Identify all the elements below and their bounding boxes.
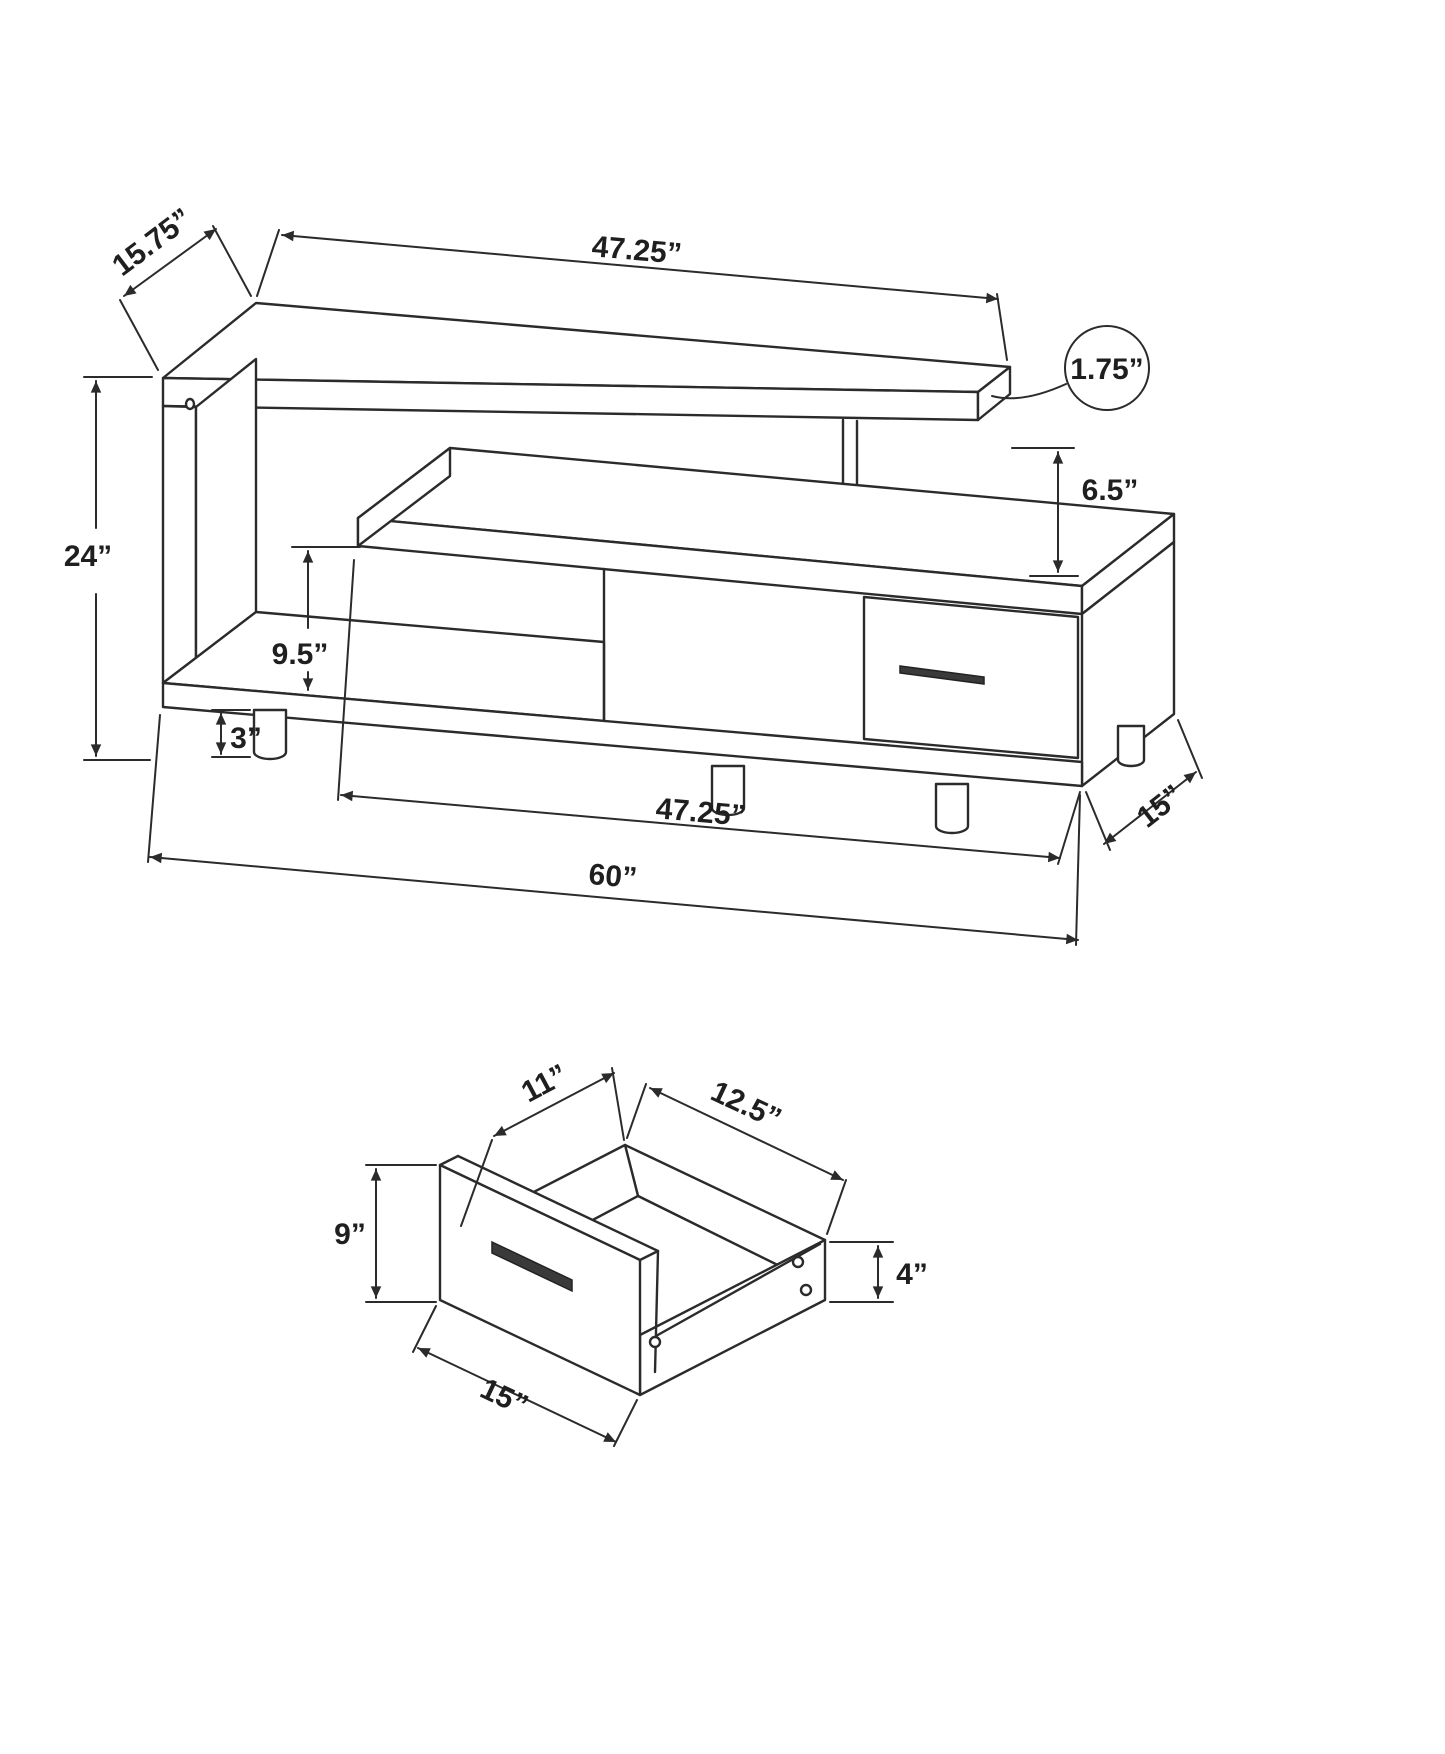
dim-top-width: 47.25” [256,229,1008,361]
leg-back-right [1116,724,1146,768]
dim-label-lower-width: 47.25” [655,792,748,833]
ext-line [147,714,161,863]
dim-line [149,852,1079,945]
dim-label-drawer-inner-width: 11” [516,1058,573,1109]
dim-line [1103,771,1197,845]
console-right-face [1080,540,1176,788]
side-panel-inner-face [194,357,258,660]
dim-label-drawer-depth: 12.5” [706,1075,786,1136]
screw-hole [799,1283,813,1297]
dim-line [123,228,217,297]
dim-label-top-thickness: 1.75” [1070,353,1143,386]
ext-line [1075,794,1081,946]
dim-shelf-gap: 6.5” [1011,447,1139,577]
ext-line [212,225,252,297]
dim-drawer-front-height: 9” [334,1164,437,1303]
dim-overall-height: 24” [64,376,153,761]
top-shelf-end-face [976,365,1012,422]
drawer-figure [438,1143,827,1397]
drawer-front-face [438,1163,642,1397]
dim-label-opening-height: 9.5” [272,638,329,671]
ext-line [613,1399,638,1447]
ext-line [1177,719,1203,779]
drawer-handle [491,1240,573,1293]
drawer-handle [899,665,985,685]
tv-stand-figure [161,301,1176,835]
dim-line [649,1087,844,1181]
dim-drawer-side-height: 4” [829,1241,928,1303]
dim-opening-height: 9.5” [272,546,361,691]
dim-lower-width: 47.25” [337,559,1081,865]
dim-leg-height: 3” [211,709,262,758]
base-front-face [161,681,1084,788]
dim-top-thickness: 1.75” [991,325,1150,411]
ext-line [626,1083,647,1139]
dim-line [281,230,999,304]
side-panel-front-edge [161,404,198,685]
dim-line [340,790,1061,863]
dim-label-overall-height: 24” [64,540,112,573]
ext-line [996,293,1008,361]
cam-hole [184,397,196,411]
ext-line [256,229,280,297]
dim-label-top-width: 47.25” [591,230,684,271]
dim-label-drawer-front-height: 9” [334,1218,366,1251]
ext-line [119,299,159,371]
screw-hole [791,1255,805,1269]
ext-line [1057,791,1081,865]
dim-overall-width: 60” [147,714,1081,946]
screw-hole [648,1335,662,1349]
callout-circle [1064,325,1150,411]
dim-line [493,1072,615,1137]
callout-leader [991,383,1067,400]
leg-front-left [252,708,288,761]
ext-line [460,1139,493,1227]
middle-shelf-left-end [356,446,452,548]
top-shelf-top-face [161,301,1012,394]
leg-front-right [934,782,970,835]
dim-label-overall-width: 60” [587,858,638,895]
dim-label-leg-height: 3” [230,722,262,755]
ext-line [611,1067,625,1141]
ext-line [412,1305,437,1353]
dim-label-shelf-gap: 6.5” [1082,474,1139,507]
ext-line [337,559,355,801]
dim-line [417,1347,617,1443]
drawer-front-inner-right-edge [653,1249,660,1374]
ext-line [826,1179,847,1235]
dim-label-drawer-side-height: 4” [896,1258,928,1291]
dim-label-top-depth: 15.75” [106,202,198,283]
dim-label-lower-depth: 15” [1131,779,1189,835]
